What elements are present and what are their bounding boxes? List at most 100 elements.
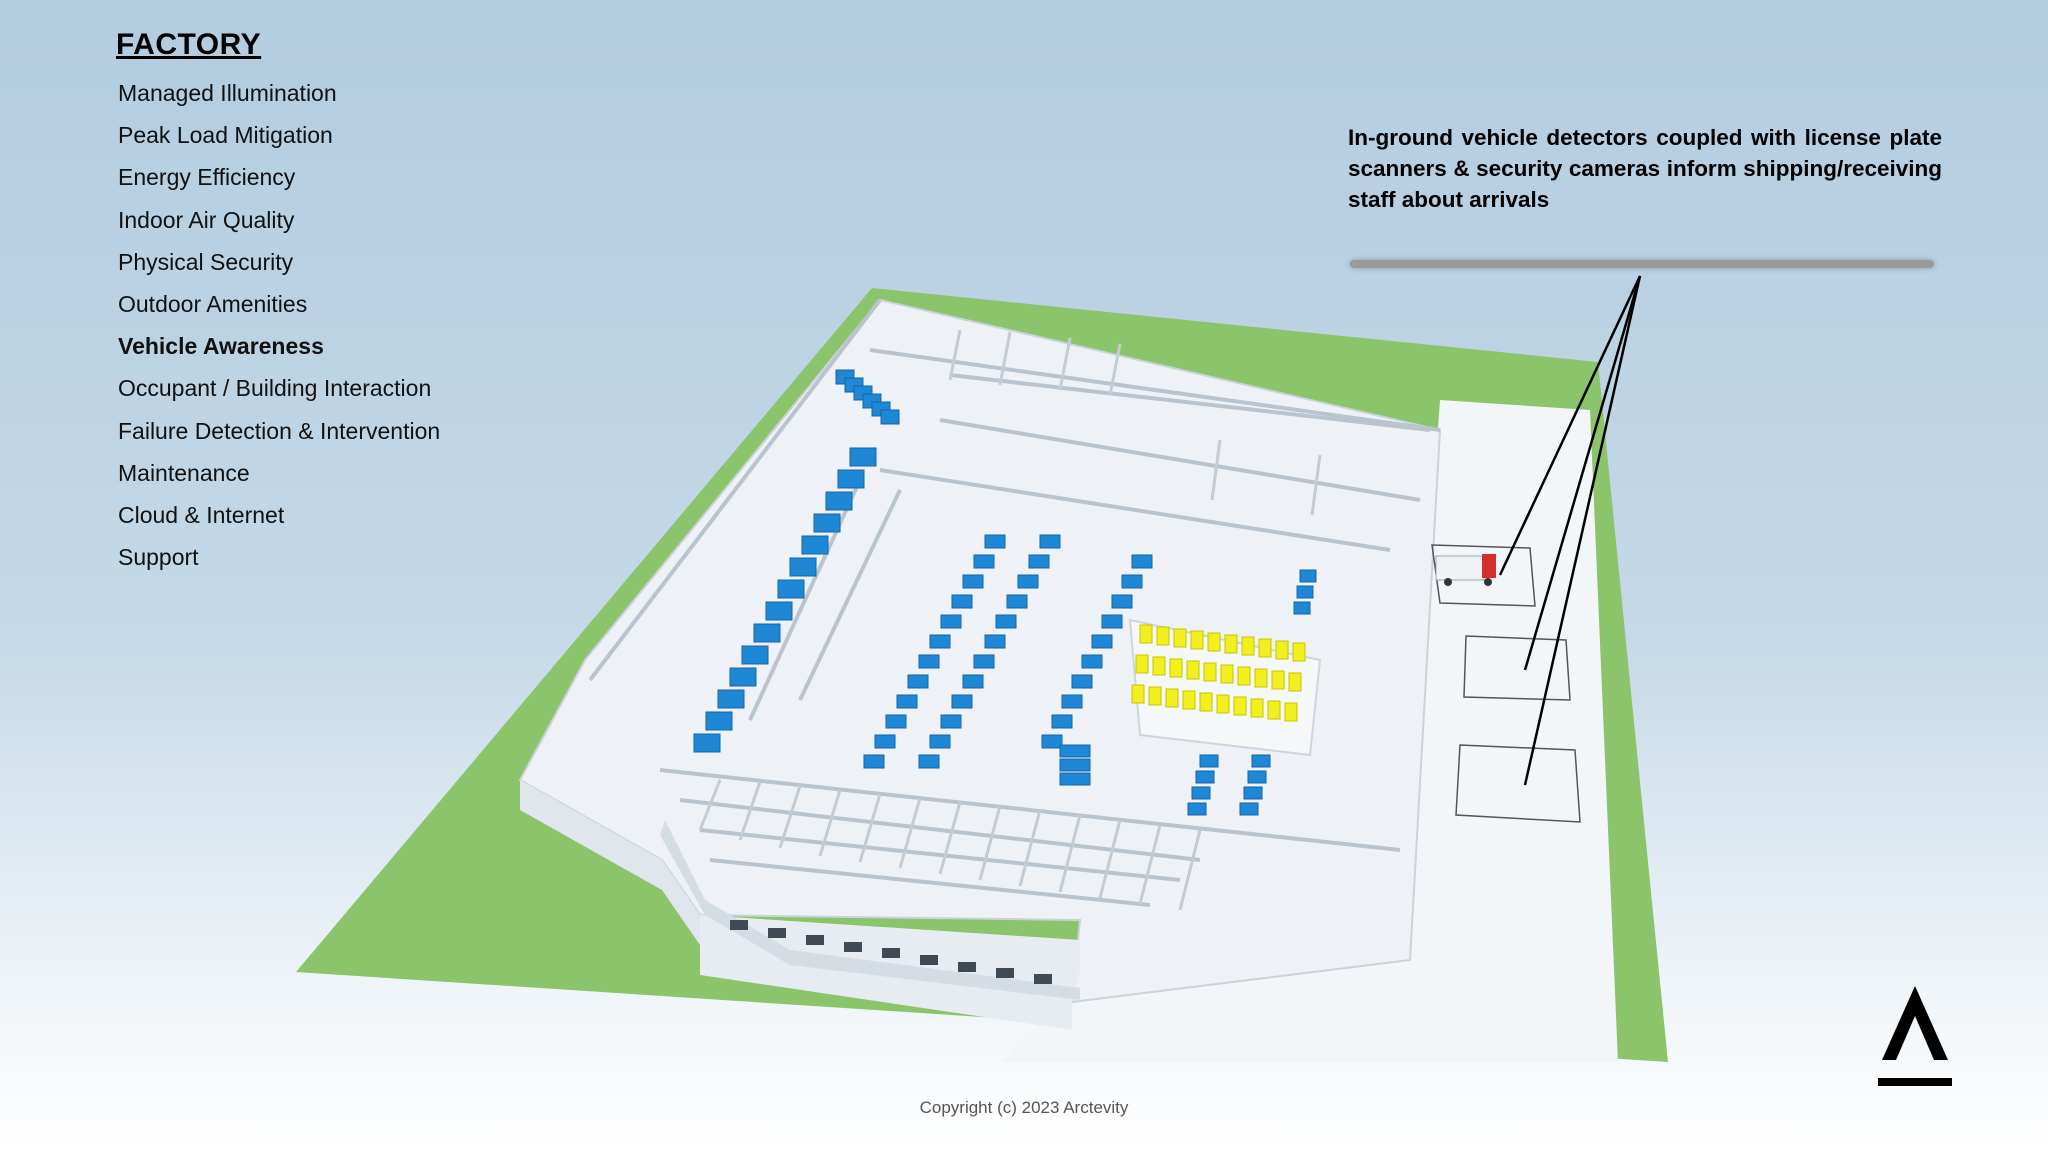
rack-i-0 <box>1059 744 1091 758</box>
desk-2-5 <box>1216 694 1230 714</box>
desk-2-8 <box>1267 700 1281 720</box>
desk-0-4 <box>1207 632 1221 652</box>
desk-1-7 <box>1254 668 1268 688</box>
rack-b-10 <box>729 667 757 687</box>
rack-g-3 <box>1239 802 1259 816</box>
rack-c-10 <box>874 734 896 749</box>
rack-d-3 <box>1006 594 1028 609</box>
room-partitions <box>698 329 1322 911</box>
rack-b-7 <box>765 601 793 621</box>
rack-d-2 <box>1017 574 1039 589</box>
menu-item-maintenance[interactable]: Maintenance <box>118 459 250 486</box>
rack-b-4 <box>801 535 829 555</box>
desk-1-4 <box>1203 662 1217 682</box>
rack-e-5 <box>1081 654 1103 669</box>
rack-d-8 <box>951 694 973 709</box>
rack-f-1 <box>1195 770 1215 784</box>
rack-e-8 <box>1051 714 1073 729</box>
desk-0-3 <box>1190 630 1204 650</box>
rack-e-9 <box>1041 734 1063 749</box>
callout-leader-lines <box>1498 275 1642 786</box>
rack-d-10 <box>929 734 951 749</box>
menu-item-vehicle-awareness[interactable]: Vehicle Awareness <box>118 333 324 360</box>
menu-item-failure-detection-intervention[interactable]: Failure Detection & Intervention <box>118 417 441 444</box>
menu-item-occupant-building-interaction[interactable]: Occupant / Building Interaction <box>118 375 432 402</box>
rack-b-6 <box>777 579 805 599</box>
copyright-text: Copyright (c) 2023 Arctevity <box>919 1098 1129 1117</box>
desk-2-0 <box>1131 684 1145 704</box>
rack-f-0 <box>1199 754 1219 768</box>
rack-d-4 <box>995 614 1017 629</box>
rack-c-6 <box>918 654 940 669</box>
desk-2-7 <box>1250 698 1264 718</box>
callout-divider <box>1350 260 1934 268</box>
menu-item-managed-illumination[interactable]: Managed Illumination <box>118 80 337 106</box>
menu-title: FACTORY <box>116 28 262 61</box>
desk-1-2 <box>1169 658 1183 678</box>
desk-2-4 <box>1199 692 1213 712</box>
desk-2-2 <box>1165 688 1179 708</box>
rack-d-6 <box>973 654 995 669</box>
rack-h-0 <box>1299 569 1317 583</box>
storage-racks <box>693 369 1317 816</box>
menu-item-physical-security[interactable]: Physical Security <box>118 248 294 275</box>
rack-b-0 <box>849 447 877 467</box>
desk-0-6 <box>1241 636 1255 656</box>
menu-item-support[interactable]: Support <box>118 544 199 571</box>
delivery-truck-icon <box>1435 554 1496 586</box>
rack-b-13 <box>693 733 721 753</box>
desk-0-8 <box>1275 640 1289 660</box>
rack-d-7 <box>962 674 984 689</box>
rack-c-0 <box>984 534 1006 549</box>
rack-e-0 <box>1131 554 1153 569</box>
parking-bays <box>1431 544 1581 823</box>
menu-item-outdoor-amenities[interactable]: Outdoor Amenities <box>118 290 308 317</box>
rack-e-7 <box>1061 694 1083 709</box>
rack-b-3 <box>813 513 841 533</box>
rack-b-12 <box>705 711 733 731</box>
rack-f-2 <box>1191 786 1211 800</box>
rack-g-2 <box>1243 786 1263 800</box>
rack-h-1 <box>1296 585 1314 599</box>
rack-c-4 <box>940 614 962 629</box>
desk-1-1 <box>1152 656 1166 676</box>
desk-0-7 <box>1258 638 1272 658</box>
interior-walls <box>588 298 1441 907</box>
rack-c-1 <box>973 554 995 569</box>
desk-1-0 <box>1135 654 1149 674</box>
desk-0-0 <box>1139 624 1153 644</box>
desk-2-9 <box>1284 702 1298 722</box>
rack-e-4 <box>1091 634 1113 649</box>
rack-d-5 <box>984 634 1006 649</box>
menu-item-peak-load-mitigation[interactable]: Peak Load Mitigation <box>118 122 333 149</box>
rack-c-11 <box>863 754 885 769</box>
assembly-desks <box>1131 624 1306 722</box>
rack-b-1 <box>837 469 865 489</box>
desk-2-1 <box>1148 686 1162 706</box>
menu-item-cloud-internet[interactable]: Cloud & Internet <box>118 501 285 528</box>
rack-e-3 <box>1101 614 1123 629</box>
arctevity-a-logo <box>1878 986 1952 1086</box>
office-windows <box>730 920 1052 984</box>
desk-2-3 <box>1182 690 1196 710</box>
desk-1-3 <box>1186 660 1200 680</box>
desk-2-6 <box>1233 696 1247 716</box>
desk-1-6 <box>1237 666 1251 686</box>
menu-item-energy-efficiency[interactable]: Energy Efficiency <box>118 164 296 191</box>
rack-d-9 <box>940 714 962 729</box>
rack-d-11 <box>918 754 940 769</box>
menu-item-indoor-air-quality[interactable]: Indoor Air Quality <box>118 206 295 233</box>
rack-e-1 <box>1121 574 1143 589</box>
callout-text: In-ground vehicle detectors coupled with… <box>1348 125 1942 212</box>
rack-h-2 <box>1293 601 1311 615</box>
rack-f-3 <box>1187 802 1207 816</box>
desk-0-5 <box>1224 634 1238 654</box>
rack-c-9 <box>885 714 907 729</box>
rack-c-3 <box>951 594 973 609</box>
rack-b-9 <box>741 645 769 665</box>
desk-1-8 <box>1271 670 1285 690</box>
rack-g-1 <box>1247 770 1267 784</box>
